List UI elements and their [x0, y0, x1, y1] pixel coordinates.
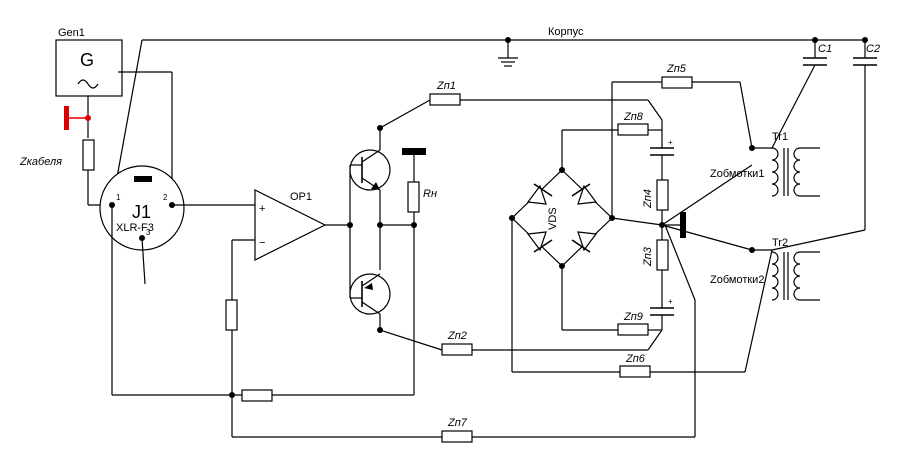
bottom-bus	[112, 389, 414, 402]
zp7-label: Zп7	[447, 417, 468, 429]
pin2-label: 2	[163, 193, 168, 202]
zp9-label: Zп9	[623, 311, 643, 323]
chassis-bus: Корпус	[111, 26, 868, 206]
zp8-label: Zп8	[623, 111, 644, 123]
impedance-zp6: Zп6	[512, 249, 773, 378]
impedance-zp9: Zп9	[562, 311, 662, 336]
impedance-zp1: Zп1	[379, 80, 663, 148]
impedance-zp2: Zп2	[379, 329, 663, 356]
opamp-minus: −	[259, 237, 265, 249]
impedance-zp7: Zп7	[232, 224, 696, 443]
cap-bottom-plus: +	[668, 297, 673, 306]
capacitor-bottom: +	[650, 297, 674, 330]
impedance-zp4: Zп4	[611, 164, 753, 251]
zp5-label: Zп5	[666, 63, 687, 75]
impedance-zp5: Zп5	[612, 63, 753, 149]
cable-impedance-label: Zкабеля	[19, 156, 62, 168]
load-resistor-label: Rн	[423, 188, 437, 200]
generator-label: Gen1	[58, 27, 85, 39]
opamp-op1: OP1 + −	[225, 165, 353, 437]
pin3-label: 3	[146, 228, 151, 237]
impedance-zp3: Zп3	[642, 239, 669, 308]
cable-impedance: Zкабеля	[19, 139, 112, 206]
capacitor-c2: C2	[771, 40, 880, 251]
transistor-top	[349, 128, 391, 270]
impedance-zp8: Zп8	[562, 111, 662, 136]
transistor-bottom	[349, 273, 391, 330]
load-resistor: Rн	[380, 148, 437, 395]
tr2-label: Tr2	[772, 237, 788, 249]
connector-j1-label: J1	[132, 202, 151, 222]
connector-j1: J1 XLR-F3 1 2 3	[99, 165, 255, 395]
c1-label: C1	[818, 43, 832, 55]
zp1-label: Zп1	[436, 80, 456, 92]
diode-bridge-vds: VDS	[509, 82, 615, 372]
winding2-label: Zобмотки2	[710, 274, 764, 286]
transformer-tr2: Tr2 Zобмотки2	[710, 237, 820, 301]
zp2-label: Zп2	[447, 330, 467, 342]
zp3-label: Zп3	[642, 246, 654, 267]
cap-top-plus: +	[668, 138, 673, 147]
tr1-label: Tr1	[772, 131, 788, 143]
c2-label: C2	[866, 43, 880, 55]
capacitor-c1: C1	[771, 40, 832, 149]
opamp-plus: +	[259, 203, 265, 215]
winding1-label: Zобмотки1	[710, 168, 764, 180]
probe-marker	[64, 106, 91, 130]
capacitor-top: +	[650, 138, 674, 180]
transformer-tr1: Tr1 Zобмотки1	[710, 131, 820, 197]
zp6-label: Zп6	[625, 353, 646, 365]
generator-symbol: G	[80, 50, 94, 70]
connector-type-label: XLR-F3	[116, 222, 154, 234]
chassis-label: Корпус	[548, 26, 584, 38]
bridge-label: VDS	[547, 207, 559, 230]
generator-gen1: Gen1 G	[55, 27, 173, 205]
opamp-label: OP1	[290, 191, 312, 203]
zp4-label: Zп4	[642, 189, 654, 209]
pin1-label: 1	[116, 193, 121, 202]
